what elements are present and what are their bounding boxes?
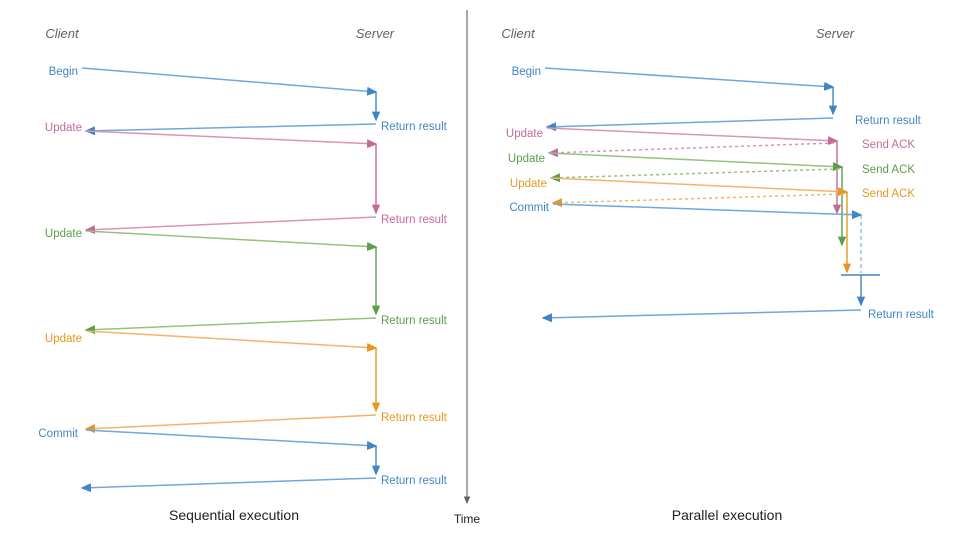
seq-arrow-update-1 [85,130,378,149]
seq-panel-caption: Sequential execution [169,507,299,523]
seq-arrow-return-1 [84,216,377,235]
par-msg-update-2 [548,152,847,247]
seq-msg-commit [80,429,381,493]
par-arrow-return-commit [541,309,862,323]
seq-arrow-update-2 [85,230,378,251]
par-arrow-commit [552,203,863,220]
seq-server-label-return-1: Return result [381,214,448,226]
seq-msg-update-3 [84,330,381,434]
par-client-label-update-2: Update [508,153,545,165]
seq-arrow-return-3 [84,414,377,434]
panel-parallel: Client Server [501,26,934,523]
seq-client-header: Client [45,26,80,41]
par-msg-update-1 [546,127,842,215]
par-ack-dotted-2 [549,168,840,183]
par-ack-dotted-3 [551,193,845,208]
seq-msg-begin [81,67,381,136]
seq-client-label-begin: Begin [49,66,78,78]
seq-client-label-update-2: Update [45,228,82,240]
par-client-label-commit: Commit [509,202,549,214]
par-server-label-ack-3: Send ACK [862,188,915,200]
seq-server-label-return-4: Return result [381,475,448,487]
seq-server-label-return-3: Return result [381,412,448,424]
seq-client-label-update-3: Update [45,333,82,345]
seq-arrow-update-3 [85,330,378,352]
par-arrow-update-2 [548,152,844,172]
par-ack-dotted-1 [547,142,835,158]
seq-arrow-commit [85,429,378,450]
par-client-label-begin: Begin [512,66,541,78]
par-server-label-return-0: Return result [855,115,922,127]
par-msg-update-3 [550,177,852,274]
par-arrow-begin [544,67,835,91]
seq-client-label-update-1: Update [45,122,82,134]
seq-msg-update-2 [84,230,381,335]
seq-arrow-begin [81,67,378,96]
seq-msg-update-1 [84,130,381,235]
par-server-label-return-4: Return result [868,309,935,321]
par-arrow-update-1 [546,127,839,146]
seq-server-label-return-2: Return result [381,315,448,327]
par-client-label-update-3: Update [510,178,547,190]
seq-client-label-commit: Commit [38,428,78,440]
par-msg-begin [544,67,838,132]
par-server-label-ack-1: Send ACK [862,139,915,151]
seq-arrow-return-begin [84,123,377,136]
par-panel-caption: Parallel execution [672,507,783,523]
par-arrow-update-3 [550,177,849,197]
seq-server-label-return-0: Return result [381,121,448,133]
par-arrow-return-begin [545,117,834,132]
time-axis: Time [454,10,481,526]
par-client-header: Client [501,26,536,41]
seq-server-header: Server [356,26,395,41]
seq-arrow-return-commit [80,477,377,493]
panel-sequential: Client Server [38,26,447,523]
par-msg-commit [541,203,880,323]
par-server-label-ack-2: Send ACK [862,164,915,176]
time-axis-label: Time [454,512,481,526]
par-client-label-update-1: Update [506,128,543,140]
par-server-header: Server [816,26,855,41]
seq-arrow-return-2 [84,317,377,335]
